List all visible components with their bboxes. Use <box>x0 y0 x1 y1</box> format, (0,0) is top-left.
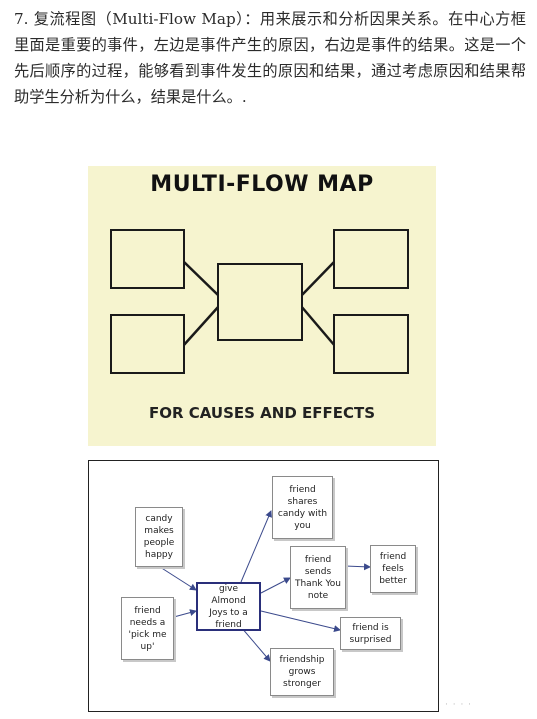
arrow-event-to-effect4 <box>240 626 271 662</box>
cause-note-2: friend needs a 'pick me up' <box>121 597 174 660</box>
template-title: MULTI-FLOW MAP <box>150 172 374 197</box>
template-effect-box-2 <box>333 314 409 374</box>
cause-note-1: candy makes people happy <box>135 507 183 567</box>
template-event-box <box>217 263 303 341</box>
watermark: · · · · <box>445 700 473 710</box>
template-line-lower-right <box>300 305 336 347</box>
secondary-effect-note: friend feels better <box>370 545 416 593</box>
event-box: give Almond Joys to a friend <box>196 582 261 631</box>
arrow-effect2-to-secondary <box>344 563 371 571</box>
template-cause-box-1 <box>110 229 185 289</box>
template-subtitle: FOR CAUSES AND EFFECTS <box>148 404 376 422</box>
template-effect-box-1 <box>333 229 409 289</box>
multi-flow-map-example: candy makes people happy friend needs a … <box>88 460 439 712</box>
template-line-lower-left <box>182 305 220 347</box>
arrow-event-to-effect1 <box>240 510 272 583</box>
effect-note-3: friend is surprised <box>340 617 401 650</box>
arrow-cause1-to-event <box>159 566 197 591</box>
template-line-upper-right <box>300 260 336 297</box>
template-cause-box-2 <box>110 314 185 374</box>
effect-note-2: friend sends Thank You note <box>290 546 346 609</box>
arrow-event-to-effect2 <box>260 577 291 594</box>
effect-note-4: friendship grows stronger <box>270 648 334 696</box>
intro-paragraph: 7. 复流程图（Multi-Flow Map）：用来展示和分析因果关系。在中心方… <box>14 10 526 106</box>
effect-note-1: friend shares candy with you <box>272 476 333 539</box>
template-line-upper-left <box>182 260 220 297</box>
template-connector-lines <box>182 260 336 347</box>
arrow-event-to-effect3 <box>260 610 341 632</box>
multi-flow-map-template: MULTI-FLOW MAP FOR CAUSES AND EFFECTS <box>88 166 436 446</box>
